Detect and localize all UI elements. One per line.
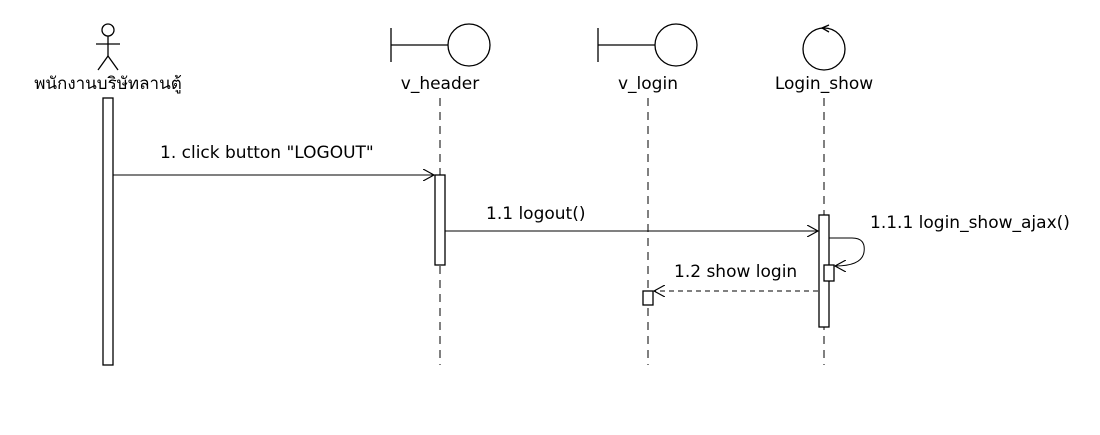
participant-login-show: Login_show	[775, 24, 873, 365]
activation-bar-v-header	[434, 174, 446, 266]
actor-activation-bar	[102, 97, 114, 366]
activation-bar-v-login	[642, 290, 654, 306]
control-icon	[802, 24, 846, 71]
message-label: 1. click button "LOGOUT"	[160, 143, 374, 163]
message-click-logout: 1. click button "LOGOUT"	[113, 143, 434, 175]
participant-v-header: v_header	[390, 23, 491, 365]
message-label: 1.1.1 login_show_ajax()	[870, 213, 1070, 233]
nested-activation-bar-login-show	[823, 264, 835, 282]
participant-label-v-login: v_login	[618, 74, 678, 94]
boundary-icon	[597, 23, 698, 67]
actor-participant: พนักงานบริษัทลานตู้	[34, 23, 182, 366]
actor-label: พนักงานบริษัทลานตู้	[34, 74, 182, 94]
message-login-show-ajax: 1.1.1 login_show_ajax()	[829, 213, 1070, 266]
participant-v-login: v_login	[597, 23, 698, 365]
message-label: 1.2 show login	[674, 262, 797, 282]
message-logout: 1.1 logout()	[445, 204, 818, 231]
message-show-login: 1.2 show login	[654, 262, 818, 291]
participant-label-v-header: v_header	[401, 74, 479, 94]
boundary-icon	[390, 23, 491, 67]
self-call-arrow	[829, 237, 865, 266]
actor-icon	[96, 23, 120, 71]
participant-label-login-show: Login_show	[775, 74, 873, 94]
message-label: 1.1 logout()	[486, 204, 585, 224]
